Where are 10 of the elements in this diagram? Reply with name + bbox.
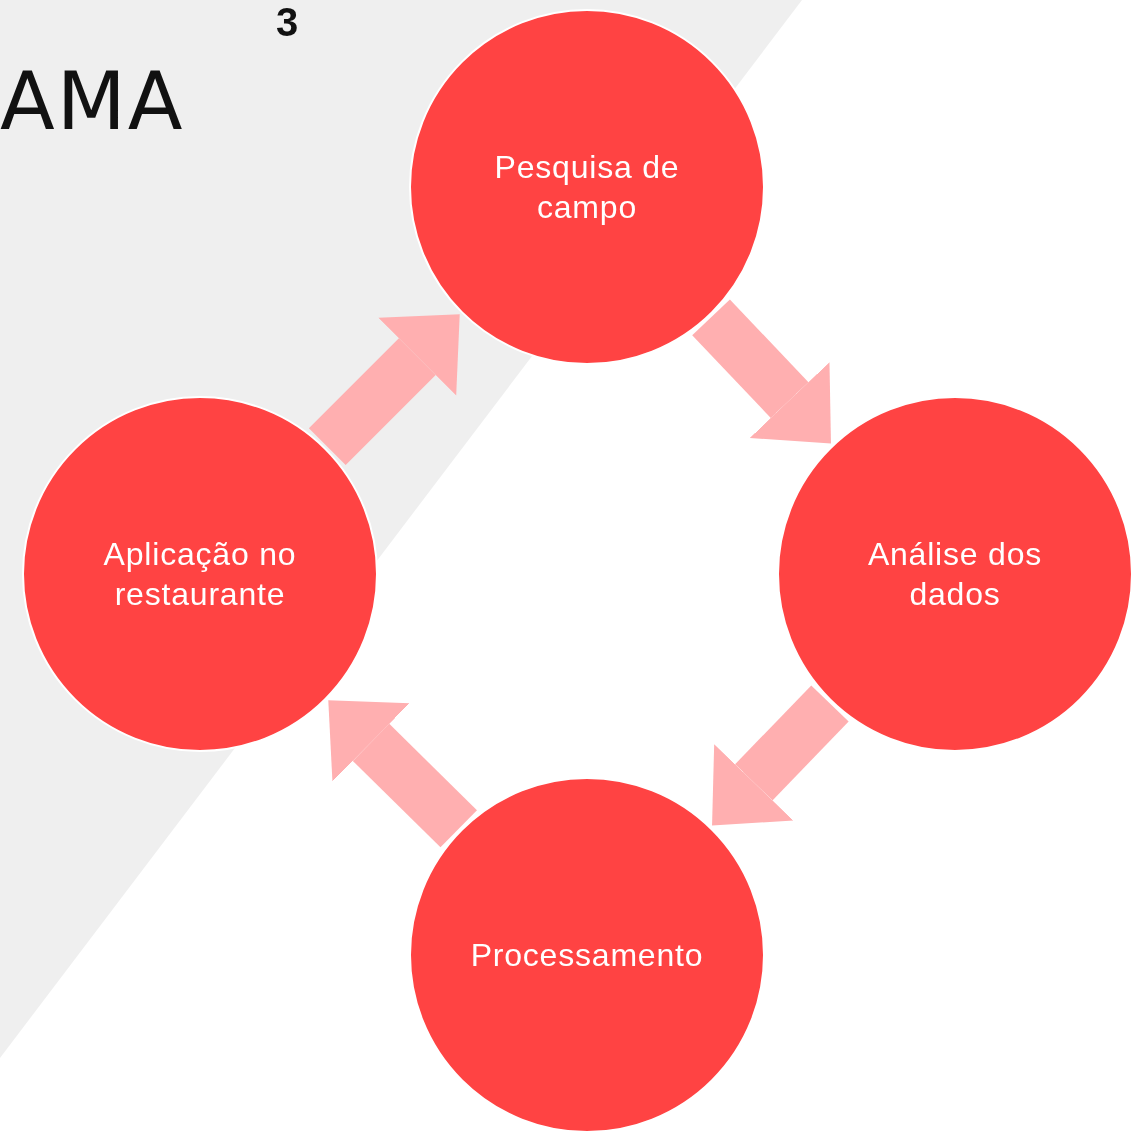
step-label: Processamento	[470, 936, 704, 975]
block-arrow	[692, 299, 831, 444]
title-fragment: 3	[276, 2, 299, 42]
block-arrow	[712, 685, 849, 826]
step-label: Análise dos dados	[866, 535, 1044, 614]
step-label: Pesquisa de campo	[493, 148, 681, 227]
block-arrow	[328, 700, 477, 848]
step-label: Aplicação no restaurante	[102, 535, 298, 614]
block-arrow	[308, 314, 460, 466]
title-fragment: AMA	[0, 62, 185, 142]
